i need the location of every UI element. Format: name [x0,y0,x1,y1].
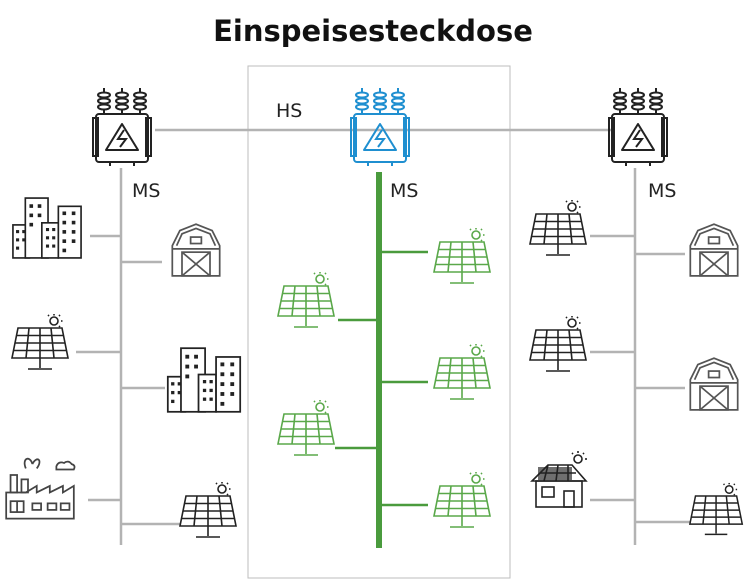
center-bus [335,172,428,548]
solar-panel-icon [179,482,237,538]
city-buildings-icon [166,347,242,413]
label-ms-left: MS [132,180,161,202]
label-ms-right: MS [648,180,677,202]
barn-icon [689,223,739,277]
solar-panel-icon [433,228,491,284]
label-ms-center: MS [390,180,419,202]
solar-panel-icon [433,344,491,400]
label-hs: HS [276,100,303,122]
barn-icon [689,357,739,411]
solar-panel-icon [277,272,335,328]
solar-panel-icon [689,482,744,536]
transformer-center-icon [350,87,410,167]
diagram-title: Einspeisesteckdose [213,14,533,48]
solar-panel-icon [529,316,587,372]
right-bus [590,168,690,545]
solar-panel-icon [11,314,69,370]
city-buildings-icon [12,197,82,259]
solar-house-icon [531,450,588,508]
factory-icon [5,457,76,520]
center-frame [247,65,511,579]
solar-panel-icon [433,472,491,528]
transformer-left-icon [92,87,152,167]
barn-icon [171,223,221,277]
solar-panel-icon [277,400,335,456]
left-bus [76,168,180,545]
transformer-right-icon [608,87,668,167]
solar-panel-icon [529,200,587,256]
